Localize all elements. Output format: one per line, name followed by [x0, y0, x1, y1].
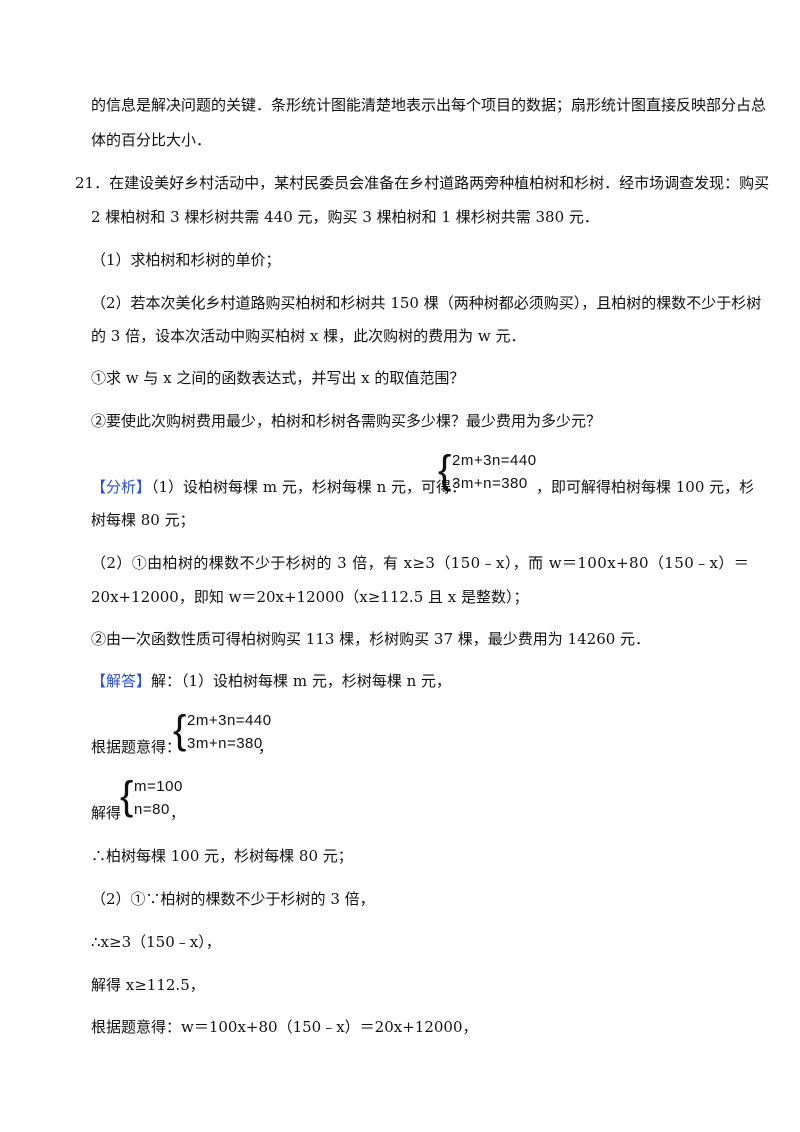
solution-line-1: 【解答】解：（1）设柏树每棵 m 元，杉树每棵 n 元， — [91, 671, 451, 691]
problem-sub-question-2: ②要使此次购树费用最少，柏树和杉树各需购买多少棵？最少费用为多少元？ — [91, 412, 602, 430]
analysis-system-eq-1: 2m+3n=440 — [452, 452, 537, 469]
solution-equation-system-1: { 2m+3n=440 3m+n=380 — [173, 708, 273, 756]
analysis-text-1b: ，即可解得柏树每棵 100 元，杉 — [536, 478, 755, 496]
analysis-part-2-line-2: 20x+12000，即知 w＝20x+12000（x≥112.5 且 x 是整数… — [91, 588, 529, 606]
analysis-part-2-line-1: （2）①由柏树的棵数不少于杉树的 3 倍，有 x≥3（150﹣x），而 w＝10… — [91, 554, 750, 572]
solution-system2-eq-2: n=80 — [134, 801, 170, 818]
solution-comma-1: ， — [258, 738, 274, 756]
solution-solve-2: 解得 x≥112.5， — [91, 976, 205, 994]
analysis-text-1a: （1）设柏树每棵 m 元，杉树每棵 n 元，可得： — [151, 478, 467, 496]
analysis-tag: 【分析】 — [91, 478, 152, 496]
problem-text-1: 在建设美好乡村活动中，某村民委员会准备在乡村道路两旁种植柏树和杉树．经市场调查发… — [109, 174, 770, 192]
solution-setup-label: 根据题意得： — [91, 738, 182, 756]
analysis-part-3: ②由一次函数性质可得柏树购买 113 棵，杉树购买 37 棵，最少费用为 142… — [91, 630, 651, 648]
solution-system1-eq-2: 3m+n=380 — [187, 735, 263, 752]
left-brace-icon: { — [438, 448, 452, 492]
analysis-line-2: 树每棵 80 元； — [91, 511, 195, 529]
problem-number: 21． — [75, 174, 110, 192]
intro-line-2: 体的百分比大小． — [91, 131, 212, 149]
analysis-system-eq-2: 3m+n=380 — [452, 475, 528, 492]
solution-solve-label: 解得 — [91, 804, 122, 822]
problem-part-2-line-2: 的 3 倍，设本次活动中购买柏树 x 棵，此次购树的费用为 w 元． — [91, 327, 526, 345]
solution-therefore-1: ∴柏树每棵 100 元，杉树每棵 80 元； — [91, 847, 353, 865]
solution-comma-2: ， — [170, 804, 186, 822]
solution-part-2: （2）①∵柏树的棵数不少于杉树的 3 倍， — [91, 890, 375, 908]
solution-system1-eq-1: 2m+3n=440 — [187, 712, 272, 729]
solution-therefore-2: ∴x≥3（150﹣x）， — [91, 933, 221, 951]
analysis-equation-system: { 2m+3n=440 3m+n=380 — [438, 448, 537, 496]
problem-sub-question-1: ①求 w 与 x 之间的函数表达式，并写出 x 的取值范围？ — [91, 369, 465, 387]
analysis-line-1a: 【分析】（1）设柏树每棵 m 元，杉树每棵 n 元，可得： — [91, 477, 466, 497]
intro-line-1: 的信息是解决问题的关键．条形统计图能清楚地表示出每个项目的数据；扇形统计图直接反… — [91, 96, 767, 114]
left-brace-icon: { — [120, 774, 134, 818]
solution-system2-eq-1: m=100 — [134, 778, 183, 795]
problem-statement-line-1: 21．在建设美好乡村活动中，某村民委员会准备在乡村道路两旁种植柏树和杉树．经市场… — [75, 173, 769, 193]
solution-tag: 【解答】 — [91, 672, 152, 690]
problem-statement-line-2: 2 棵柏树和 3 棵杉树共需 440 元，购买 3 棵柏树和 1 棵杉树共需 3… — [91, 208, 599, 226]
solution-w-expression: 根据题意得：w＝100x+80（150﹣x）＝20x+12000， — [91, 1018, 478, 1036]
solution-text-1: 解：（1）设柏树每棵 m 元，杉树每棵 n 元， — [151, 672, 452, 690]
left-brace-icon: { — [173, 708, 187, 752]
solution-equation-system-2: { m=100 n=80 — [120, 774, 190, 822]
problem-part-2-line-1: （2）若本次美化乡村道路购买柏树和杉树共 150 棵（两种树都必须购买），且柏树… — [91, 294, 762, 312]
problem-part-1: （1）求柏树和杉树的单价； — [91, 251, 281, 269]
